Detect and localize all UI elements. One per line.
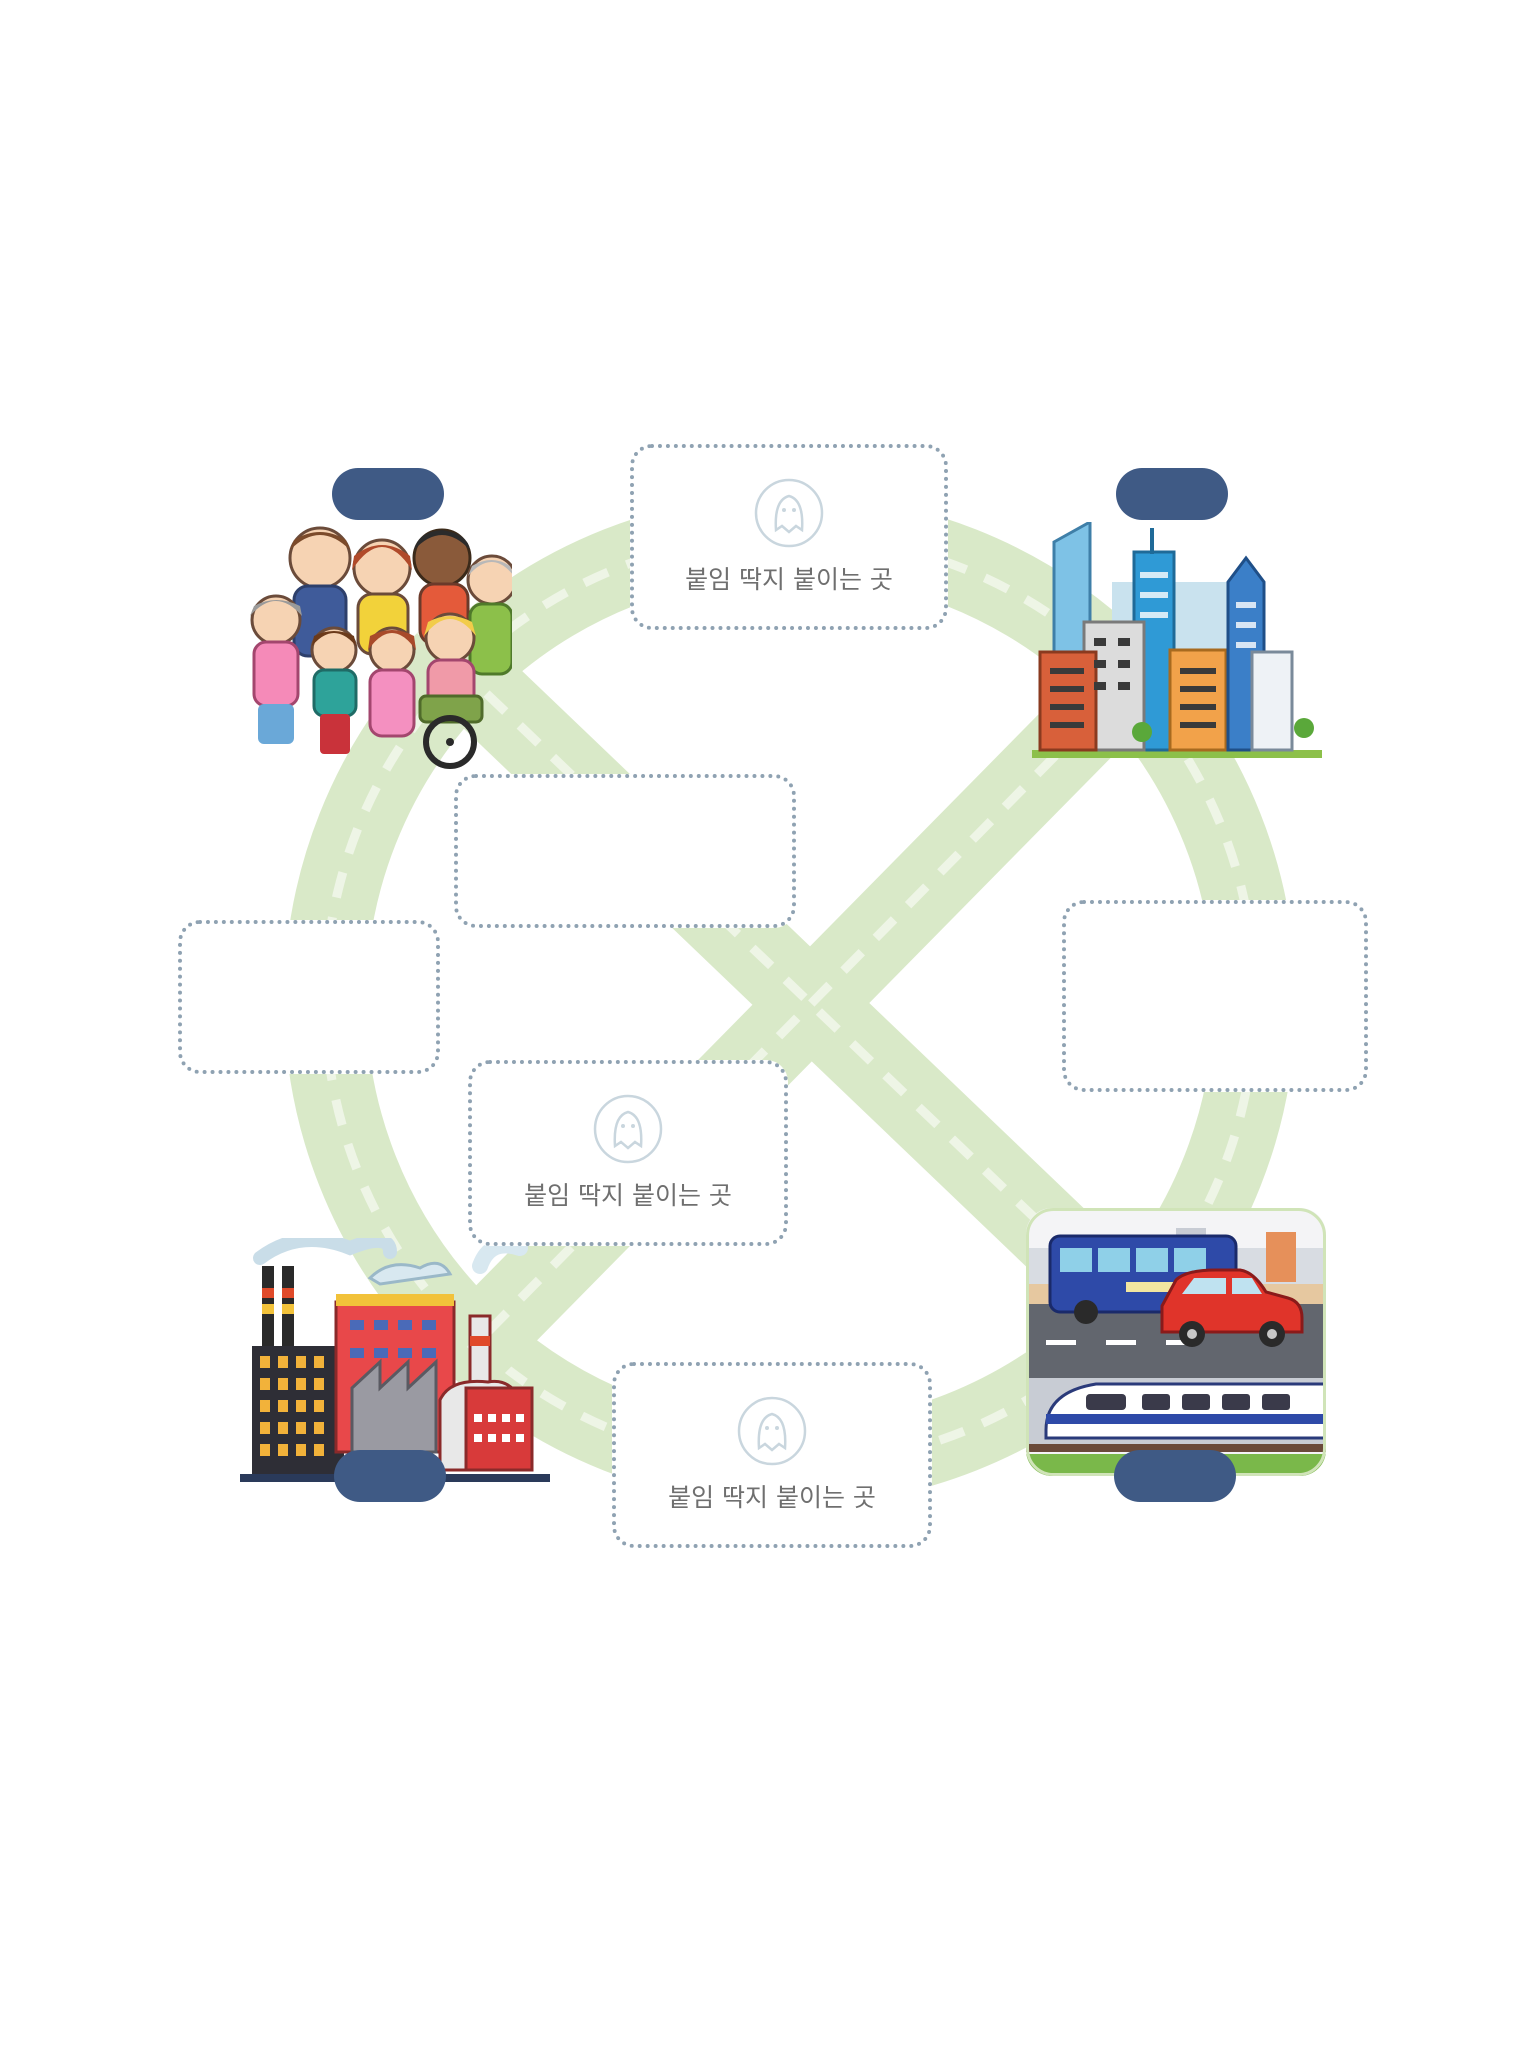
empty-slot-right[interactable] [1062, 900, 1368, 1092]
empty-slot-left[interactable] [178, 920, 440, 1074]
sticker-slot-label: 붙임 딱지 붙이는 곳 [668, 1483, 876, 1512]
ghost-mark-icon [737, 1396, 807, 1466]
sticker-slot-bottom[interactable]: 붙임 딱지 붙이는 곳 [612, 1362, 932, 1548]
sticker-slot-center[interactable]: 붙임 딱지 붙이는 곳 [468, 1060, 788, 1246]
city-buildings-illustration [1032, 522, 1322, 758]
sticker-slot-label: 붙임 딱지 붙이는 곳 [685, 565, 893, 594]
label-pill-top-right[interactable] [1116, 468, 1228, 520]
label-pill-bottom-right[interactable] [1114, 1450, 1236, 1502]
ghost-mark-icon [593, 1094, 663, 1164]
sticker-slot-label: 붙임 딱지 붙이는 곳 [524, 1181, 732, 1210]
empty-slot-upper-center[interactable] [454, 774, 796, 928]
label-pill-bottom-left[interactable] [334, 1450, 446, 1502]
sticker-slot-top[interactable]: 붙임 딱지 붙이는 곳 [630, 444, 948, 630]
people-group-illustration [250, 526, 512, 769]
ghost-mark-icon [754, 478, 824, 548]
transportation-illustration [1026, 1208, 1326, 1476]
label-pill-top-left[interactable] [332, 468, 444, 520]
